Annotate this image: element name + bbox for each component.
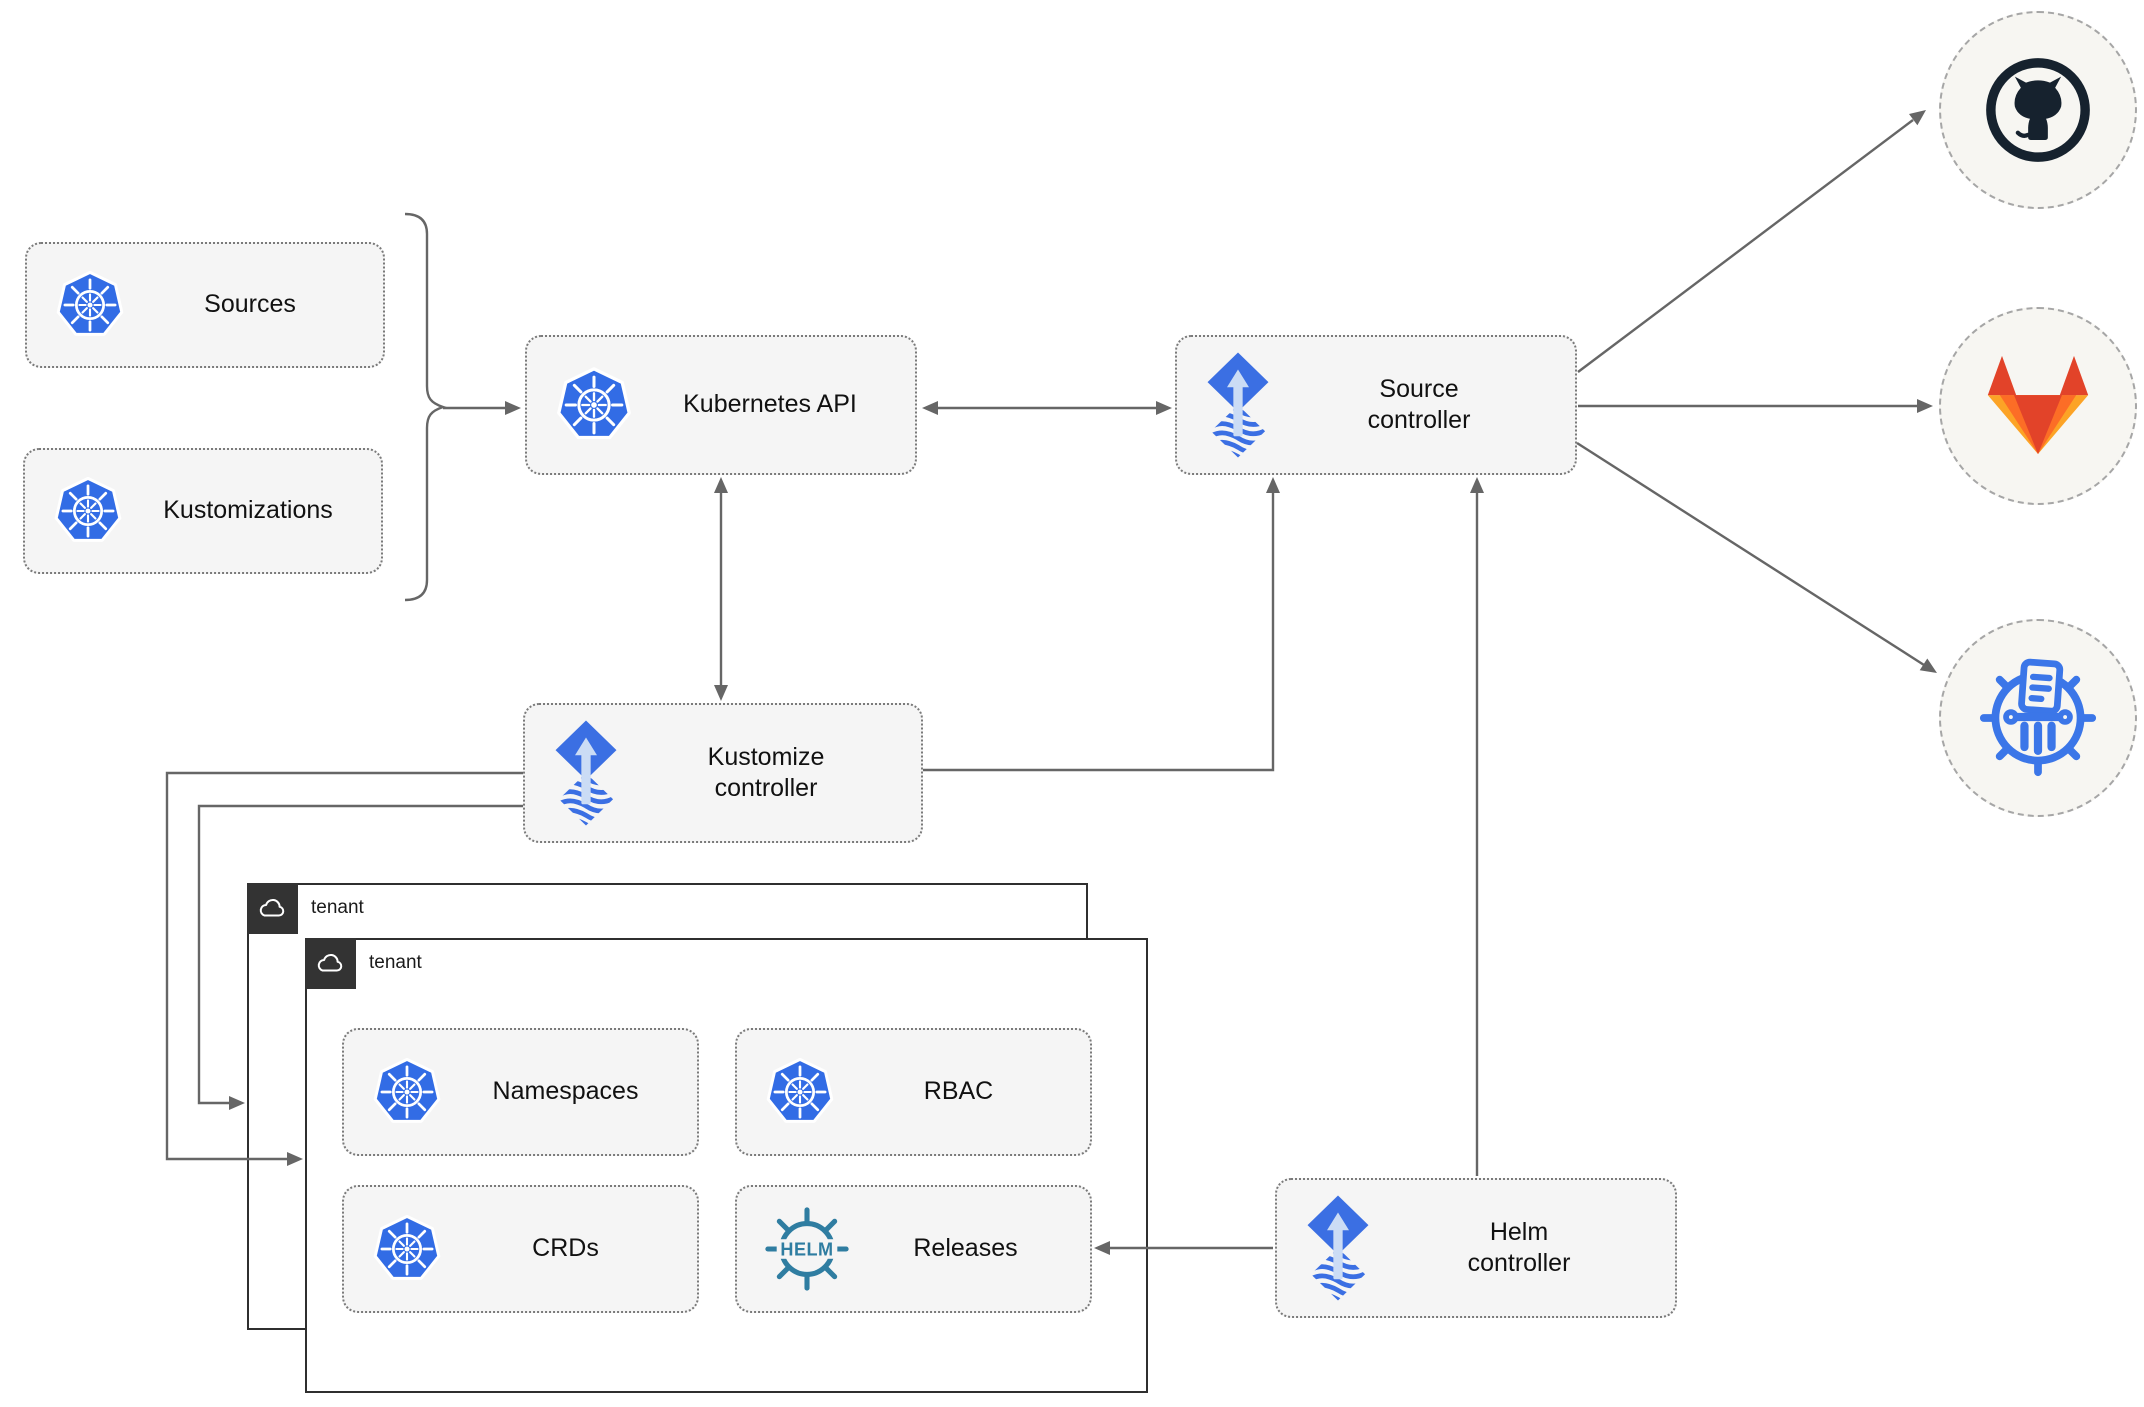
arrowhead	[1909, 110, 1926, 126]
edge-kustomizectrl-sourcectrl	[923, 493, 1275, 772]
kubernetes-icon	[53, 268, 127, 342]
arrowhead	[1919, 658, 1937, 673]
edge-sourcectrl-github	[1577, 119, 1914, 373]
tenant-box-inner: tenant	[304, 937, 1148, 1393]
flux-icon	[1203, 350, 1273, 460]
remote-chartmuseum	[1939, 619, 2137, 817]
helm-icon	[763, 1205, 851, 1293]
kubernetes-icon	[763, 1055, 837, 1129]
node-namespaces: Namespaces	[342, 1028, 699, 1156]
arrowhead	[714, 477, 728, 493]
arrowhead	[1266, 477, 1280, 493]
kubernetes-icon	[553, 364, 635, 446]
flux-icon	[1303, 1193, 1373, 1303]
node-label: Sources	[204, 290, 296, 319]
node-sources: Sources	[25, 242, 385, 368]
node-label: Namespaces	[492, 1077, 639, 1106]
node-label: Helm controller	[1467, 1217, 1571, 1277]
gitlab-icon	[1978, 346, 2098, 466]
flux-icon	[551, 718, 621, 828]
tenant-label: tenant	[369, 952, 422, 973]
remote-github	[1939, 11, 2137, 209]
node-label: Source controller	[1367, 374, 1471, 434]
node-kustomize-controller: Kustomize controller	[523, 703, 923, 843]
edge-sourcectrl-chartmuseum	[1576, 441, 1925, 667]
arrowhead	[505, 401, 521, 415]
cloud-icon	[315, 948, 345, 978]
chartmuseum-icon	[1978, 658, 2098, 778]
node-helm-controller: Helm controller	[1275, 1178, 1677, 1318]
node-crds: CRDs	[342, 1185, 699, 1313]
arrowhead	[714, 685, 728, 701]
edge-brace	[404, 212, 447, 602]
kubernetes-icon	[370, 1055, 444, 1129]
tenant-tab	[304, 937, 356, 989]
node-kustomizations: Kustomizations	[23, 448, 383, 574]
kubernetes-icon	[370, 1212, 444, 1286]
node-kubernetes-api: Kubernetes API	[525, 335, 917, 475]
node-releases: Releases	[735, 1185, 1092, 1313]
tenant-tab	[246, 882, 298, 934]
arrowhead	[1156, 401, 1172, 415]
node-label: Kustomizations	[163, 496, 333, 525]
node-rbac: RBAC	[735, 1028, 1092, 1156]
node-label: CRDs	[532, 1234, 599, 1263]
node-label: Kubernetes API	[683, 390, 857, 419]
remote-gitlab	[1939, 307, 2137, 505]
node-source-controller: Source controller	[1175, 335, 1577, 475]
node-label: Releases	[913, 1234, 1018, 1263]
arrowhead	[229, 1096, 245, 1110]
github-icon	[1978, 50, 2098, 170]
cloud-icon	[257, 893, 287, 923]
arrowhead	[922, 401, 938, 415]
node-label: RBAC	[923, 1077, 994, 1106]
node-label: Kustomize controller	[707, 742, 825, 802]
arrowhead	[1917, 399, 1933, 413]
kubernetes-icon	[51, 474, 125, 548]
tenant-label: tenant	[311, 897, 364, 918]
arrowhead	[1470, 477, 1484, 493]
